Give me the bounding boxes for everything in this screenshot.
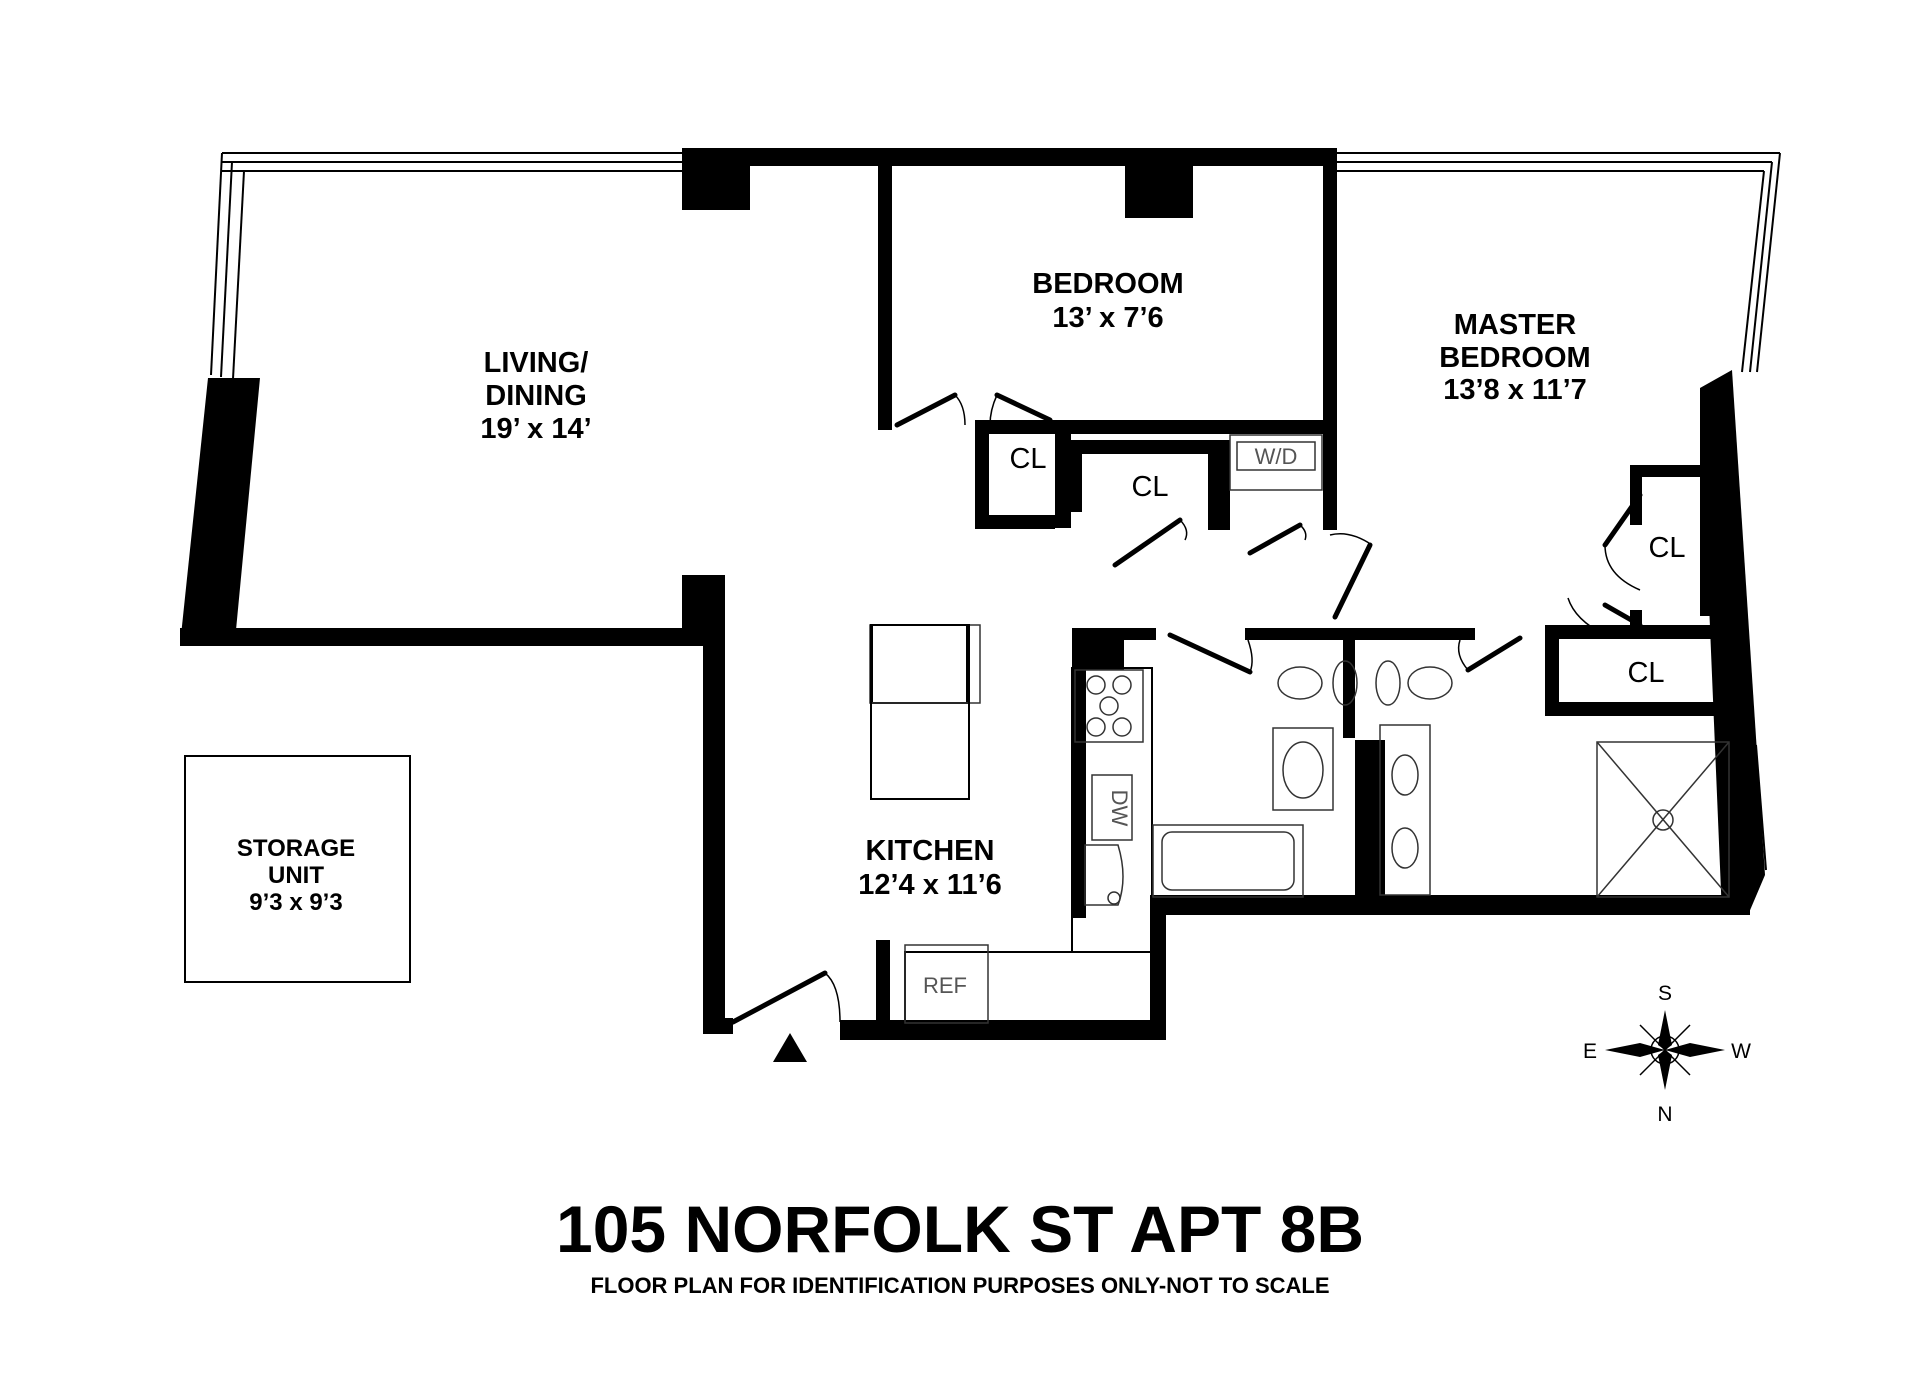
closet-label-2: CL [1131, 471, 1168, 503]
kitchen-sink-icon [1084, 844, 1124, 906]
storage-dims: 9’3 x 9’3 [249, 889, 342, 916]
toilet-icon [1277, 660, 1453, 706]
page-subtitle: FLOOR PLAN FOR IDENTIFICATION PURPOSES O… [590, 1273, 1329, 1298]
compass-rose-icon [1605, 1010, 1725, 1090]
storage-label-line2: UNIT [268, 862, 324, 889]
dishwasher-label: DW [1107, 790, 1132, 827]
compass-west-label: W [1731, 1040, 1751, 1063]
living-label-line2: DINING [485, 380, 587, 412]
living-label-line1: LIVING/ [484, 347, 589, 379]
master-label-line1: MASTER [1454, 309, 1577, 341]
closet-label-3: CL [1648, 532, 1685, 564]
stove-icon [1074, 669, 1144, 743]
bedroom-dims: 13’ x 7’6 [1052, 302, 1163, 334]
kitchen-dims: 12’4 x 11’6 [858, 869, 1002, 901]
refrigerator-label: REF [923, 973, 967, 998]
entry-arrow-icon [773, 1033, 807, 1062]
bedroom-label: BEDROOM [1032, 268, 1183, 300]
washer-dryer-label: W/D [1255, 444, 1298, 469]
kitchen-island [870, 624, 970, 800]
compass-south-label: S [1658, 982, 1672, 1005]
window-lines [210, 152, 1781, 871]
closet-label-1: CL [1009, 443, 1046, 475]
bathtub-icon [1152, 824, 1304, 898]
dishwasher-icon [1091, 774, 1133, 841]
bath-sink-icon [1272, 724, 1431, 896]
master-dims: 13’8 x 11’7 [1443, 374, 1587, 406]
kitchen-label: KITCHEN [866, 835, 995, 867]
closet-label-4: CL [1627, 657, 1664, 689]
doors [730, 392, 1643, 1025]
page-title: 105 NORFOLK ST APT 8B [556, 1192, 1364, 1266]
master-label-line2: BEDROOM [1439, 342, 1590, 374]
compass-east-label: E [1583, 1040, 1597, 1063]
storage-label-line1: STORAGE [237, 835, 355, 862]
walls [180, 148, 1765, 1040]
compass-north-label: N [1657, 1103, 1672, 1126]
shower-icon [1596, 741, 1730, 898]
storage-unit-box [184, 755, 411, 983]
washer-dryer-icon [1229, 434, 1323, 491]
living-dims: 19’ x 14’ [480, 413, 591, 445]
